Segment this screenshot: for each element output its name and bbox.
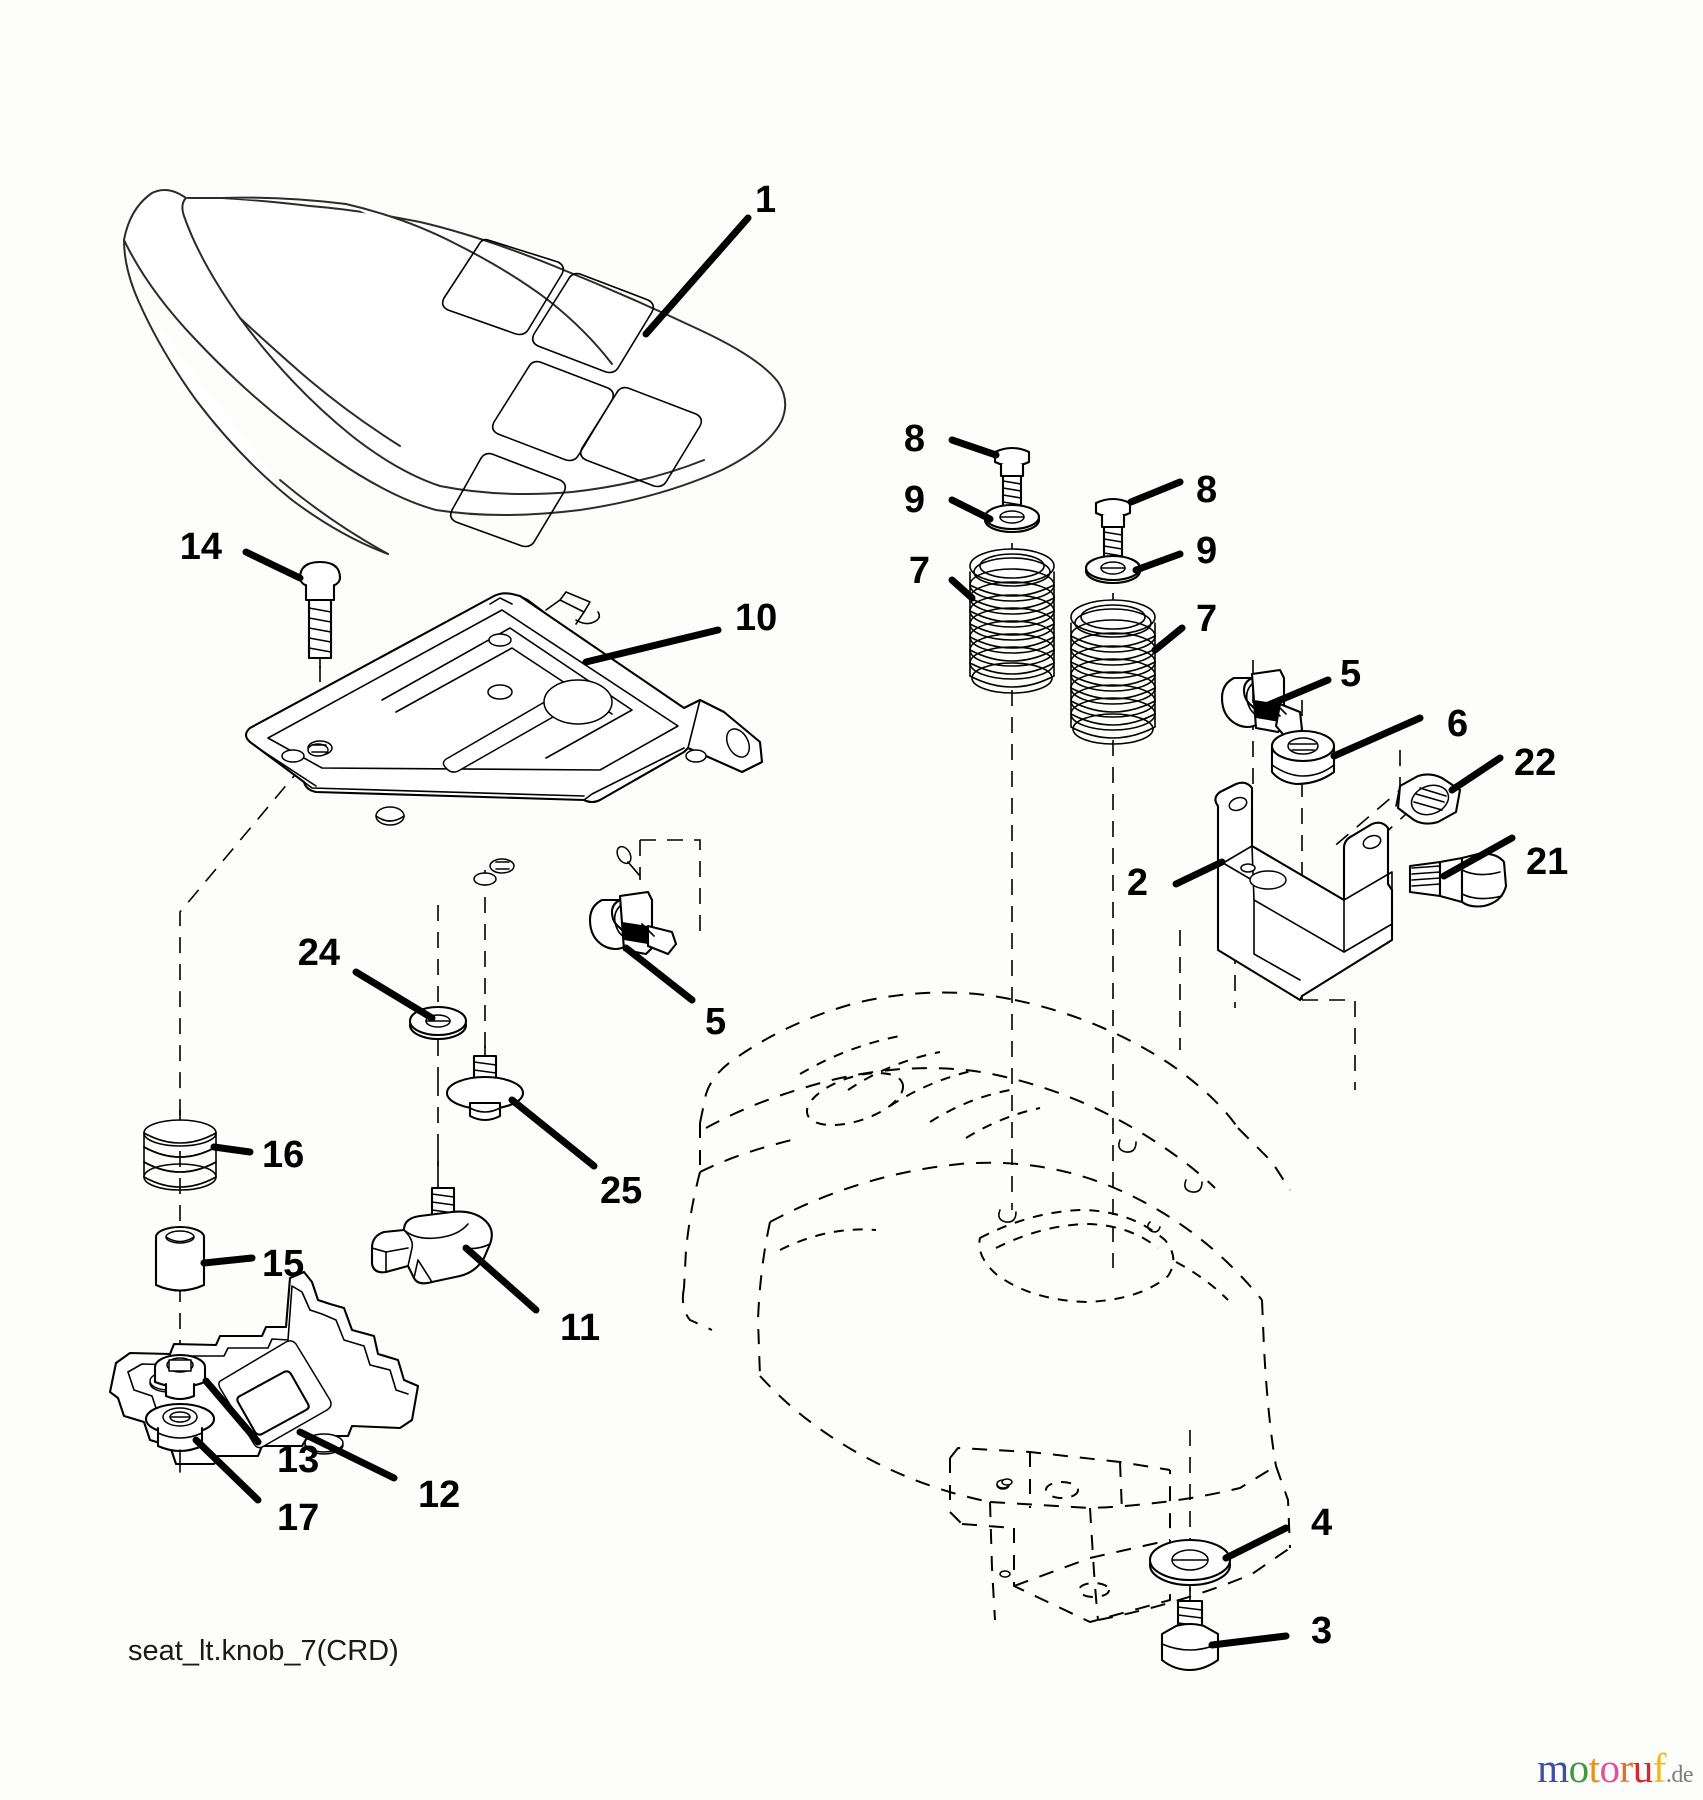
callout-leader-12 <box>296 1428 398 1482</box>
part-lock-nut-6 <box>1270 729 1336 786</box>
callout-leader-21 <box>1440 834 1516 880</box>
callout-label-3: 3 <box>1311 1610 1332 1652</box>
callout-label-6: 6 <box>1447 703 1468 745</box>
part-washer-9-right <box>1084 554 1142 585</box>
callout-leader-3 <box>1208 1632 1290 1649</box>
callout-label-8-right: 8 <box>1196 469 1217 511</box>
part-cable-clip-5-upper <box>1220 668 1304 742</box>
callout-label-14: 14 <box>180 526 222 568</box>
part-flange-screw-25 <box>445 1045 525 1122</box>
callout-leader-2 <box>1172 858 1226 888</box>
part-seat-spring-7-right <box>1070 599 1156 745</box>
part-seat-pan-10 <box>244 591 764 886</box>
callout-label-7-right: 7 <box>1196 598 1217 640</box>
callout-leader-5-lower <box>622 944 696 1004</box>
part-hex-nut-22 <box>1395 773 1462 825</box>
part-cable-clip-5-lower <box>588 890 678 956</box>
callout-label-12: 12 <box>418 1474 460 1516</box>
diagram-caption: seat_lt.knob_7(CRD) <box>128 1635 399 1667</box>
callout-leader-6 <box>1330 714 1424 760</box>
callout-label-16: 16 <box>262 1134 304 1176</box>
callout-leader-9-right <box>1132 550 1184 574</box>
fender-phantom-outline <box>681 991 1291 1621</box>
callout-leader-1 <box>642 214 752 338</box>
part-seat-cushion <box>123 188 787 555</box>
callout-label-22: 22 <box>1514 742 1556 784</box>
callout-label-17: 17 <box>277 1497 319 1539</box>
part-carriage-bolt-14 <box>298 560 342 669</box>
callout-leader-14 <box>242 548 304 582</box>
part-hex-bolt-3 <box>1160 1587 1220 1672</box>
callout-leader-16 <box>210 1143 254 1156</box>
callout-leader-10 <box>582 626 722 666</box>
watermark-letter: u <box>1632 1745 1654 1791</box>
part-flat-washer-24 <box>408 1005 468 1041</box>
callout-leader-15 <box>200 1254 256 1267</box>
watermark-suffix: .de <box>1665 1762 1694 1788</box>
part-adjustment-knob-11 <box>370 1186 493 1285</box>
callout-leader-22 <box>1448 754 1504 794</box>
lower-mount-bracket-phantom <box>949 1447 1171 1623</box>
callout-leader-8-left <box>948 436 1000 459</box>
callout-leader-5-upper <box>1262 676 1332 710</box>
callout-leader-4 <box>1222 1524 1290 1562</box>
callout-label-1: 1 <box>755 179 776 221</box>
callout-leader-7-right <box>1151 624 1186 654</box>
callout-label-9-right: 9 <box>1196 530 1217 572</box>
callout-leader-11 <box>462 1244 540 1314</box>
watermark-letter: t <box>1588 1745 1600 1791</box>
callout-leader-17 <box>192 1436 262 1504</box>
callout-leader-13 <box>202 1377 262 1446</box>
callout-label-24: 24 <box>298 932 340 974</box>
callout-label-13: 13 <box>277 1439 319 1481</box>
watermark-letters: motoruf <box>1537 1745 1666 1791</box>
watermark-letter: f <box>1652 1745 1667 1791</box>
callout-label-8-left: 8 <box>904 418 925 460</box>
callout-label-7-left: 7 <box>909 550 930 592</box>
callout-label-2: 2 <box>1127 862 1148 904</box>
watermark-letter: m <box>1537 1745 1569 1791</box>
callout-leader-9-left <box>948 496 994 523</box>
watermark-letter: o <box>1599 1745 1621 1791</box>
callout-leader-25 <box>508 1096 598 1170</box>
callout-label-4: 4 <box>1311 1502 1332 1544</box>
part-flat-washer-4 <box>1148 1538 1232 1587</box>
callout-labels: 1 2 3 4 5 5 6 7 7 8 8 9 9 10 11 12 13 14… <box>180 179 1569 1652</box>
callout-label-25: 25 <box>600 1170 642 1212</box>
callout-label-5-lower: 5 <box>705 1001 726 1043</box>
part-flange-nut-17 <box>144 1402 216 1473</box>
callout-leader-24 <box>352 968 436 1022</box>
part-seat-bracket-2 <box>1214 781 1394 1002</box>
part-seat-spring-7-left <box>969 548 1055 694</box>
part-bushing-15 <box>154 1225 206 1292</box>
motoruf-watermark: motoruf.de <box>1537 1744 1693 1792</box>
watermark-letter: r <box>1619 1745 1634 1791</box>
part-shoulder-screw-21 <box>1408 852 1508 908</box>
callout-label-5-upper: 5 <box>1340 653 1361 695</box>
assembly-axis-lines <box>179 462 1433 1615</box>
callout-leader-7-left <box>948 576 976 602</box>
part-shoulder-nut-13 <box>153 1353 207 1401</box>
watermark-letter: o <box>1568 1745 1590 1791</box>
callout-leader-8-right <box>1127 478 1184 506</box>
callout-label-15: 15 <box>262 1243 304 1285</box>
callout-label-10: 10 <box>735 597 777 639</box>
callout-label-9-left: 9 <box>904 479 925 521</box>
callout-label-11: 11 <box>560 1307 600 1349</box>
callout-label-21: 21 <box>1526 841 1568 883</box>
